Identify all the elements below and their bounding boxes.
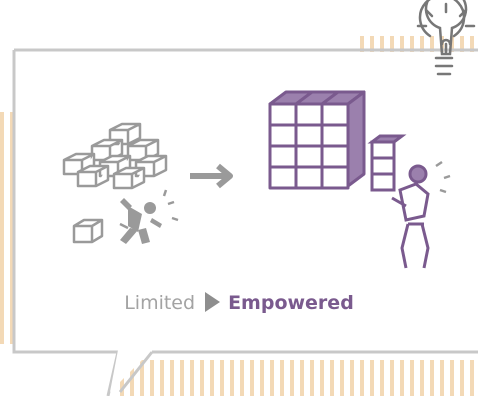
right-arrow-icon (190, 163, 233, 189)
transformation-caption: Limited Empowered (0, 292, 478, 314)
caption-before: Limited (124, 292, 196, 314)
large-cube-grid-icon (268, 90, 366, 190)
worker-robot-icon (391, 160, 451, 269)
fallen-cube-icon (72, 218, 104, 244)
stripe-band-bottom (120, 360, 478, 396)
lightbulb-icon (416, 0, 476, 76)
held-cube-column-icon (367, 134, 407, 192)
caption-after: Empowered (228, 292, 354, 314)
caption-arrow-icon (205, 292, 221, 312)
falling-person-icon (119, 189, 179, 244)
stacked-cubes-icon (62, 122, 168, 190)
